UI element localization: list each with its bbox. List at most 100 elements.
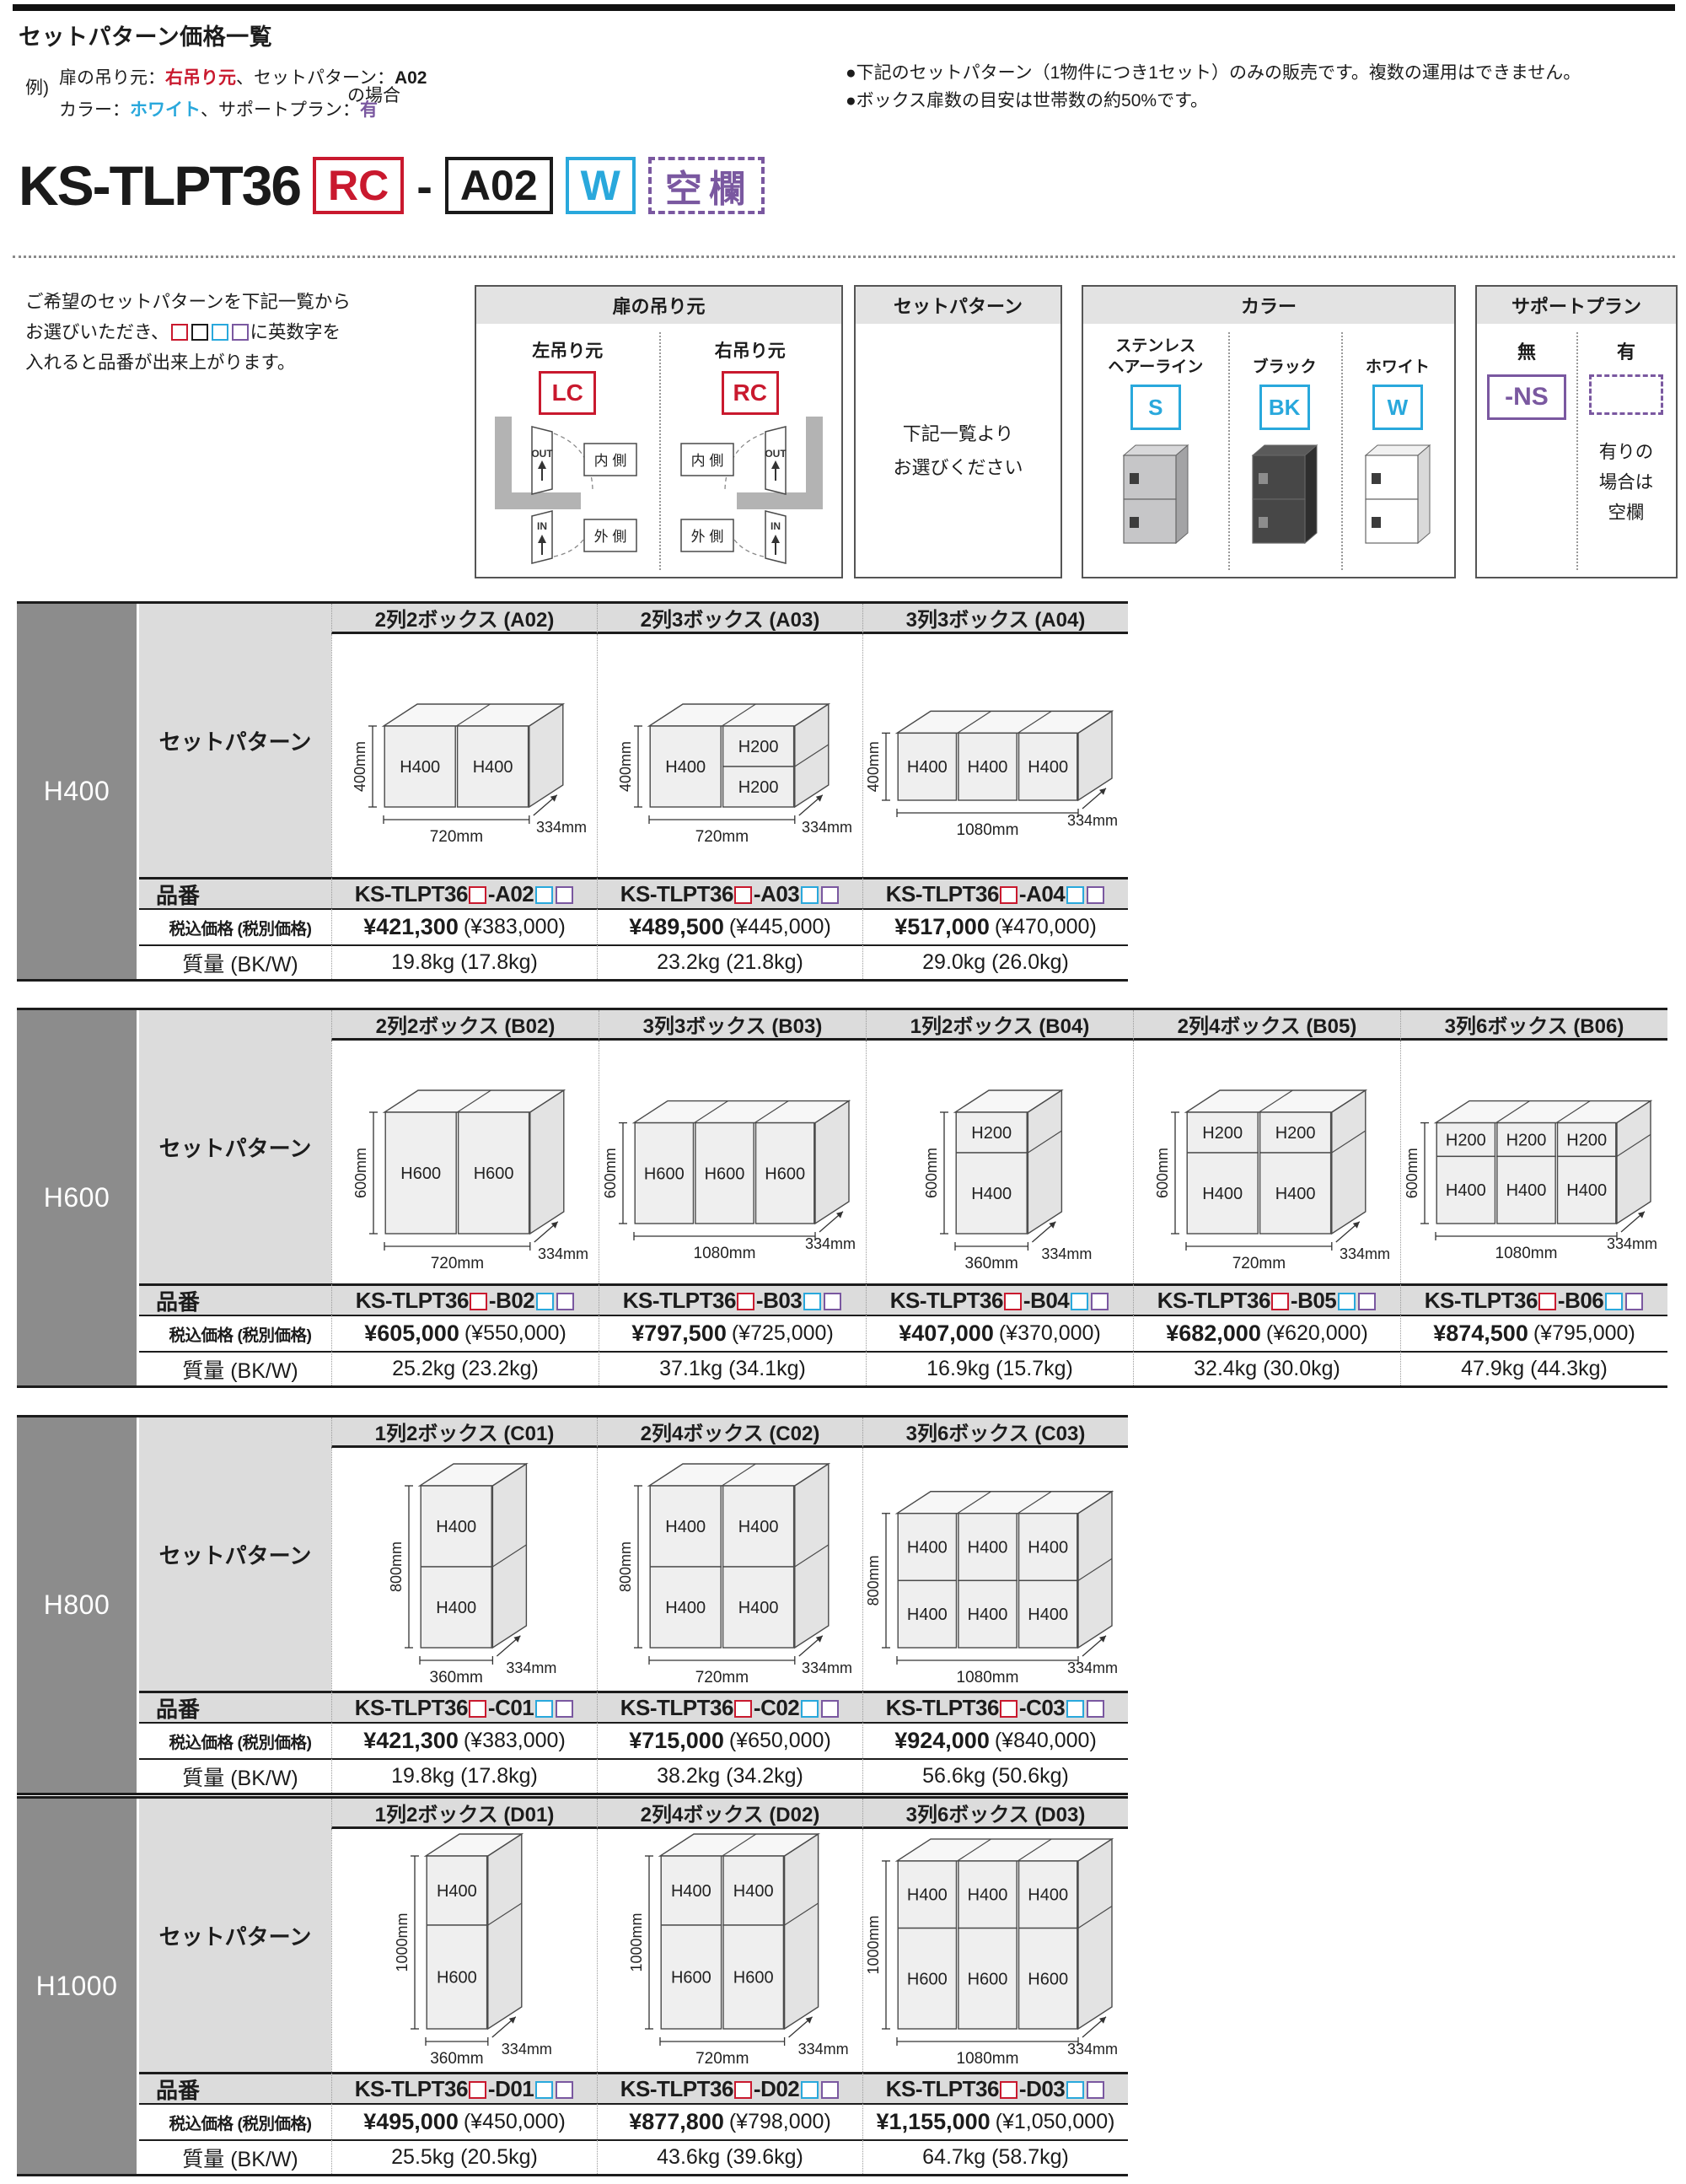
- hinge-blank-square: [1271, 1292, 1290, 1310]
- price-incl-tax: ¥715,000: [629, 1728, 724, 1753]
- color-blank-square: [534, 1699, 553, 1718]
- model-code-color-box: W: [565, 157, 636, 214]
- part-number: KS-TLPT36-A03: [620, 881, 840, 907]
- svg-text:400mm: 400mm: [865, 741, 882, 792]
- column-header: 1列2ボックス (D01): [331, 1799, 597, 1829]
- svg-text:H600: H600: [643, 1165, 684, 1183]
- row-label-price: 税込価格 (税別価格): [139, 908, 331, 944]
- intro-l2a: お選びいただき、: [25, 322, 169, 342]
- part-suffix: -A03: [753, 880, 800, 906]
- svg-text:600mm: 600mm: [602, 1148, 619, 1198]
- price-cell: ¥517,000(¥470,000): [862, 908, 1128, 944]
- support-blank-square: [820, 885, 839, 904]
- price-cell: ¥924,000(¥840,000): [862, 1722, 1128, 1758]
- svg-text:H400: H400: [665, 1599, 706, 1617]
- row-label-pattern: セットパターン: [139, 604, 331, 877]
- pattern-text-l2: お選びください: [893, 457, 1023, 478]
- hinge-blank-square: [1538, 1292, 1557, 1310]
- price-cell: ¥1,155,000(¥1,050,000): [862, 2103, 1128, 2139]
- part-prefix: KS-TLPT36: [1157, 1287, 1271, 1313]
- price-excl-tax: (¥1,050,000): [995, 2110, 1115, 2133]
- weight-cell: 56.6kg (50.6kg): [862, 1758, 1128, 1793]
- part-number: KS-TLPT36-B06: [1425, 1288, 1645, 1314]
- color-blank-square: [800, 885, 819, 904]
- svg-text:H400: H400: [906, 1886, 947, 1905]
- color-option-white-label: ホワイト: [1366, 336, 1430, 378]
- part-number: KS-TLPT36-A04: [886, 881, 1106, 907]
- weight-cell: 25.2kg (23.2kg): [331, 1351, 599, 1385]
- example-l1a: 扉の吊り元：: [59, 68, 165, 88]
- svg-text:H400: H400: [738, 1599, 778, 1617]
- svg-text:H400: H400: [436, 1882, 476, 1901]
- svg-text:360mm: 360mm: [964, 1255, 1018, 1272]
- svg-text:H600: H600: [670, 1969, 711, 1988]
- stainless-label-l1: ステンレス: [1115, 337, 1196, 355]
- price-cell: ¥797,500(¥725,000): [599, 1315, 866, 1351]
- hinge-blank-square: [469, 885, 487, 904]
- dotted-divider: [13, 256, 1675, 258]
- part-number-cell: KS-TLPT36-B04: [866, 1283, 1133, 1315]
- support-blank-square: [555, 885, 573, 904]
- support-selector-box: サポートプラン 無 -NS 有 有りの 場合は 空欄: [1475, 285, 1678, 578]
- page-title: セットパターン価格一覧: [19, 24, 273, 50]
- weight-cell: 23.2kg (21.8kg): [597, 944, 862, 979]
- intro-line2: お選びいただき、に英数字を: [25, 317, 351, 347]
- svg-text:H400: H400: [733, 1882, 773, 1901]
- hinge-blank-square: [1000, 885, 1018, 904]
- price-cell: ¥874,500(¥795,000): [1400, 1315, 1667, 1351]
- example-suffix: の場合: [347, 86, 400, 105]
- hinge-right-code: RC: [721, 371, 779, 415]
- support-none-code: -NS: [1487, 374, 1566, 420]
- example-line2: カラー：ホワイト、サポートプラン：有: [59, 96, 378, 121]
- part-number-cell: KS-TLPT36-C02: [597, 1691, 862, 1722]
- group-band-h600: H600: [17, 1010, 137, 1385]
- part-prefix: KS-TLPT36: [354, 2075, 469, 2101]
- svg-text:H600: H600: [906, 1970, 947, 1988]
- svg-text:800mm: 800mm: [388, 1541, 405, 1592]
- column-header: 3列3ボックス (A04): [862, 604, 1128, 634]
- svg-text:H600: H600: [704, 1165, 744, 1183]
- price-cell: ¥421,300(¥383,000): [331, 1722, 597, 1758]
- row-label-pattern: セットパターン: [139, 1010, 331, 1283]
- part-number-cell: KS-TLPT36-D01: [331, 2072, 597, 2103]
- white-locker-image: [1362, 438, 1433, 552]
- part-number: KS-TLPT36-D01: [355, 2076, 575, 2102]
- svg-text:600mm: 600mm: [1404, 1148, 1420, 1198]
- part-prefix: KS-TLPT36: [885, 1694, 1000, 1720]
- model-code-dash: -: [416, 159, 432, 212]
- part-prefix: KS-TLPT36: [1424, 1287, 1538, 1313]
- svg-text:H200: H200: [971, 1124, 1012, 1143]
- price-cell: ¥489,500(¥445,000): [597, 908, 862, 944]
- part-prefix: KS-TLPT36: [354, 880, 469, 906]
- part-number: KS-TLPT36-B03: [623, 1288, 843, 1314]
- black-locker-image: [1249, 438, 1320, 552]
- example-line1: 扉の吊り元：右吊り元、セットパターン：A02: [59, 64, 427, 89]
- support-have-blank-box: [1589, 374, 1663, 415]
- support-blank-square: [820, 2080, 839, 2099]
- svg-text:H400: H400: [906, 758, 947, 777]
- part-number: KS-TLPT36-C01: [355, 1695, 575, 1721]
- svg-text:H400: H400: [967, 1606, 1007, 1624]
- price-incl-tax: ¥489,500: [629, 914, 724, 939]
- column-header: 1列2ボックス (B04): [866, 1010, 1133, 1041]
- svg-text:720mm: 720mm: [695, 2050, 749, 2068]
- svg-text:334mm: 334mm: [506, 1660, 556, 1676]
- group-band-h800: H800: [17, 1417, 137, 1793]
- locker-image: [1122, 444, 1189, 545]
- pattern-selector-title: セットパターン: [856, 287, 1060, 324]
- weight-cell: 32.4kg (30.0kg): [1133, 1351, 1400, 1385]
- svg-text:内 側: 内 側: [690, 453, 723, 469]
- color-blank-square: [1066, 2080, 1084, 2099]
- color-option-white: ホワイト W: [1341, 324, 1454, 578]
- pattern-selector-box: セットパターン 下記一覧より お選びください: [854, 285, 1062, 578]
- svg-text:外 側: 外 側: [690, 529, 723, 545]
